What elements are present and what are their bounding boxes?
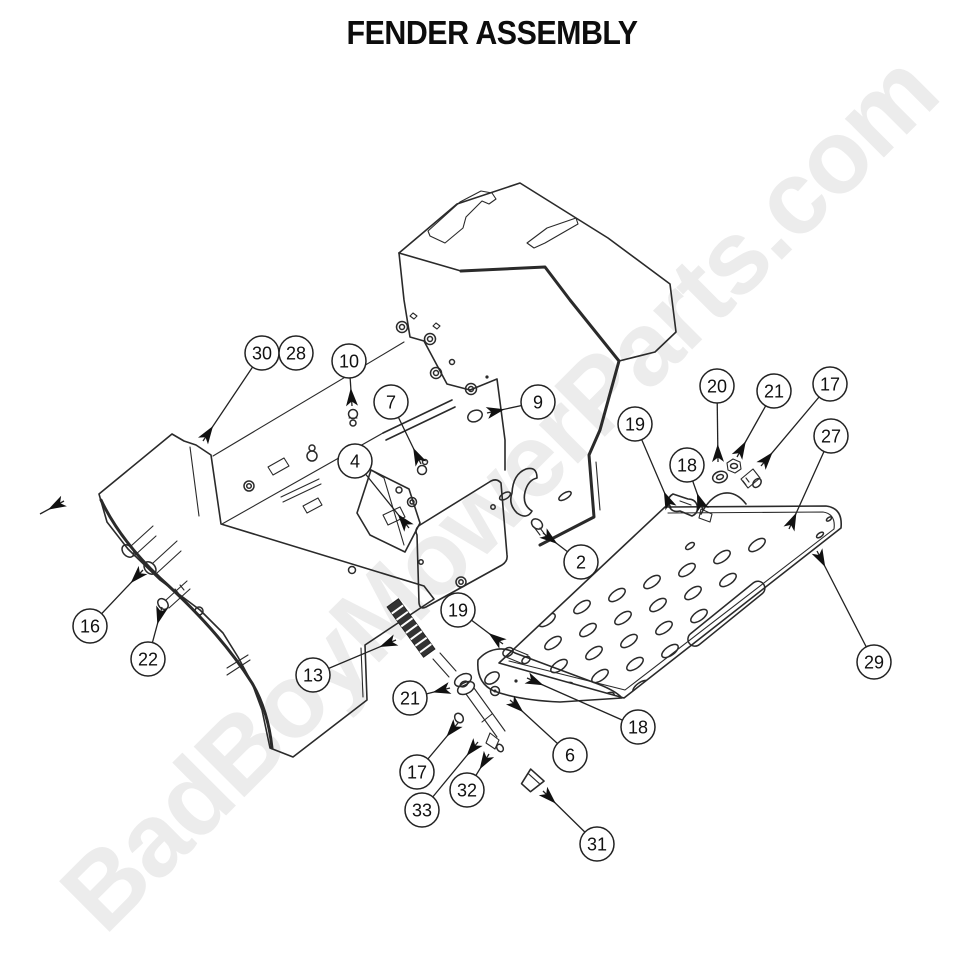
- fender-slot-hole: [558, 490, 572, 502]
- callout-6: 6: [505, 695, 588, 773]
- watermark-text: BadBoyMowerParts.com: [39, 33, 959, 953]
- svg-text:28: 28: [286, 343, 306, 363]
- svg-text:31: 31: [587, 834, 607, 854]
- fender-wall-nuts: [395, 312, 489, 396]
- callout-27: 27: [783, 418, 849, 532]
- callout-21-nut: 21: [731, 373, 792, 460]
- callout-31: 31: [538, 786, 615, 862]
- clip-2: [302, 497, 323, 514]
- upper-fender: [395, 182, 677, 547]
- svg-text:22: 22: [138, 649, 158, 669]
- svg-text:10: 10: [339, 351, 359, 371]
- svg-text:18: 18: [677, 455, 697, 475]
- screw-item-10: [347, 408, 359, 427]
- washer: [243, 480, 255, 492]
- svg-text:16: 16: [80, 616, 100, 636]
- vent-slots: [538, 516, 833, 698]
- fender-tab-right: [526, 217, 579, 249]
- svg-text:29: 29: [864, 652, 884, 672]
- clip-1: [267, 457, 290, 476]
- callout-17-clevis-pin: 17: [399, 719, 463, 790]
- callout-30: 30: [198, 335, 280, 445]
- panel-stud: [347, 565, 357, 575]
- clevis-assembly: [453, 687, 506, 753]
- panel-bolt-head: [194, 606, 204, 616]
- callout-18-bolt: 18: [669, 447, 709, 513]
- callout-28: 28: [278, 335, 314, 371]
- callout-20: 20: [699, 368, 735, 463]
- pivot-lever-assembly: [386, 598, 623, 793]
- plug-item-9: [467, 409, 483, 423]
- support-plate-parts: [212, 341, 456, 525]
- svg-text:20: 20: [707, 376, 727, 396]
- stud: [455, 576, 467, 588]
- svg-text:7: 7: [386, 392, 396, 412]
- callout-22: 22: [130, 605, 168, 677]
- direction-arrow-icon: [39, 495, 67, 515]
- svg-text:33: 33: [412, 800, 432, 820]
- callout-33: 33: [404, 738, 483, 828]
- bolt-item-22: [157, 580, 191, 611]
- long-slot: [687, 580, 766, 647]
- bolt-item-17: [740, 468, 762, 489]
- rod-1: [280, 478, 322, 503]
- svg-text:21: 21: [400, 688, 420, 708]
- cap-item-31: [520, 768, 545, 793]
- svg-text:2: 2: [576, 552, 586, 572]
- callout-10: 10: [331, 343, 367, 407]
- grommet-item-20: [711, 470, 729, 484]
- callout-19-hinge-pin: 19: [617, 406, 677, 511]
- callout-7: 7: [373, 384, 427, 467]
- svg-text:6: 6: [565, 745, 575, 765]
- svg-text:17: 17: [820, 374, 840, 394]
- access-panel: [415, 479, 508, 609]
- svg-text:13: 13: [303, 665, 323, 685]
- clevis-pin-item-17: [453, 712, 465, 724]
- callout-4: 4: [337, 443, 414, 532]
- left-fender-panel: [98, 433, 435, 758]
- svg-text:30: 30: [252, 343, 272, 363]
- callout-2: 2: [539, 528, 599, 580]
- nut-item-21: [726, 458, 742, 474]
- spring-item-13: [386, 598, 436, 658]
- callout-17-bolt: 17: [756, 366, 848, 470]
- callout-21-bushing: 21: [392, 680, 452, 716]
- svg-text:21: 21: [764, 381, 784, 401]
- exploded-drawing: [39, 182, 843, 793]
- panel-tab: [226, 654, 251, 676]
- page-title: FENDER ASSEMBLY: [347, 14, 638, 51]
- bolt-item-32: [495, 743, 505, 753]
- svg-text:9: 9: [533, 392, 543, 412]
- svg-text:19: 19: [625, 414, 645, 434]
- callout-29: 29: [811, 548, 892, 680]
- rod-end: [432, 652, 457, 678]
- svg-text:19: 19: [448, 600, 468, 620]
- pin-item-19: [502, 646, 531, 665]
- callout-32: 32: [449, 750, 495, 808]
- svg-text:32: 32: [457, 780, 477, 800]
- callout-13: 13: [295, 634, 399, 693]
- callout-9: 9: [485, 384, 556, 420]
- floor-pan: [498, 505, 843, 699]
- fender-tab-left: [427, 190, 497, 244]
- bolt-item-18: [698, 508, 713, 523]
- svg-text:27: 27: [821, 426, 841, 446]
- screw-item-7: [416, 464, 428, 476]
- callout-18-washer: 18: [524, 672, 656, 745]
- callout-16: 16: [72, 565, 148, 644]
- callout-19-pin: 19: [440, 592, 507, 649]
- bushing-item-21: [453, 672, 476, 696]
- svg-text:4: 4: [350, 451, 360, 471]
- nut-item-33: [485, 732, 500, 750]
- callouts: 30 28 10 7 9 4 20: [72, 335, 892, 862]
- watermark: BadBoyMowerParts.com: [39, 33, 959, 953]
- svg-text:18: 18: [628, 717, 648, 737]
- svg-text:17: 17: [407, 762, 427, 782]
- knob-screw: [306, 450, 318, 462]
